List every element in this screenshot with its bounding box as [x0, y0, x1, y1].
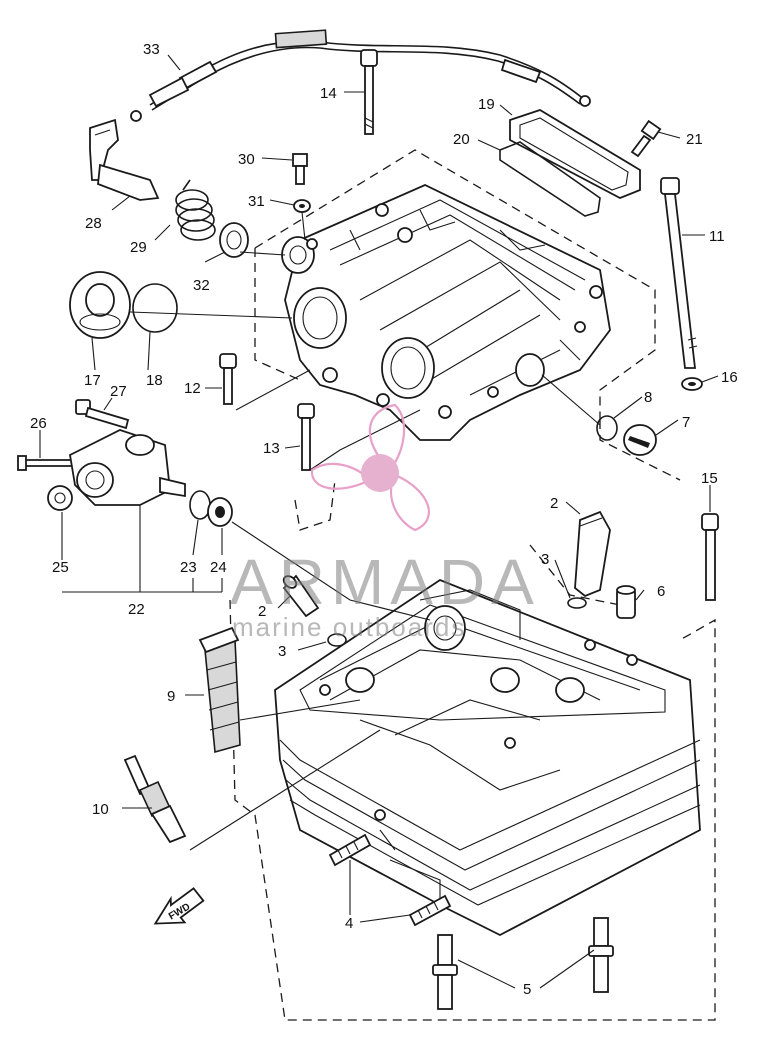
part-16-washer: [681, 377, 703, 391]
part-11-stud: [660, 177, 698, 369]
label-14: 14: [320, 85, 337, 102]
part-15-stud: [701, 513, 719, 601]
part-2-valve-guide-right: [574, 510, 611, 598]
label-4: 4: [345, 915, 353, 932]
part-27-bolt: [75, 399, 130, 430]
label-9: 9: [167, 688, 175, 705]
fwd-arrow: FWD: [153, 887, 205, 925]
label-25: 25: [52, 559, 69, 576]
part-29-spring: [175, 179, 216, 241]
part-32-oil-seal: [219, 222, 249, 258]
part-10-spark-plug: [123, 754, 187, 844]
label-33: 33: [143, 41, 160, 58]
label-11: 11: [709, 228, 725, 245]
part-31-washer: [293, 199, 311, 213]
label-22: 22: [128, 601, 145, 618]
label-15: 15: [701, 470, 718, 487]
part-20-gasket: [499, 141, 601, 217]
part-19-cover: [509, 109, 641, 199]
part-13-bolt: [297, 403, 315, 471]
part-14-bolt: [360, 49, 378, 135]
label-28: 28: [85, 215, 102, 232]
part-3-circlip-left: [327, 633, 347, 647]
watermark-brand: ARMADA: [230, 546, 540, 618]
part-7-plug: [623, 424, 657, 456]
label-17: 17: [84, 372, 101, 389]
cylinder-head-cover: [281, 184, 611, 441]
part-25-washer: [47, 485, 73, 511]
part-3-circlip-right: [567, 597, 587, 609]
label-13: 13: [263, 440, 280, 457]
label-30: 30: [238, 151, 255, 168]
part-8-o-ring: [596, 415, 618, 441]
part-28-decompression-lever: [89, 118, 160, 201]
label-24: 24: [210, 559, 227, 576]
label-23: 23: [180, 559, 197, 576]
label-3-left: 3: [278, 643, 286, 660]
leader-lines: [39, 54, 719, 989]
label-2-left: 2: [258, 603, 266, 620]
part-9-filter: [198, 626, 241, 754]
part-2-valve-guide-left: [282, 574, 320, 618]
part-5-stud-right: [588, 917, 614, 993]
armada-watermark: ARMADA marine outboards: [230, 403, 540, 642]
label-29: 29: [130, 239, 147, 256]
label-7: 7: [682, 414, 690, 431]
label-5: 5: [523, 981, 531, 998]
part-6-dowel: [616, 585, 636, 619]
cylinder-head: [274, 578, 701, 937]
part-30-bolt: [292, 153, 308, 185]
part-23-o-ring: [189, 490, 211, 520]
label-10: 10: [92, 801, 109, 818]
part-22-pump-assembly: [69, 429, 186, 506]
part-labels: 33 14 19 20 21 30 31 28 29 32 11 17 18 1…: [30, 41, 738, 998]
label-20: 20: [453, 131, 470, 148]
part-24-seal: [207, 497, 233, 527]
armada-propeller-logo: [310, 403, 430, 532]
part-4-stud-lower: [408, 894, 452, 927]
label-31: 31: [248, 193, 265, 210]
label-8: 8: [644, 389, 652, 406]
label-21: 21: [686, 131, 703, 148]
label-19: 19: [478, 96, 495, 113]
watermark-tagline: marine outboards: [232, 612, 466, 642]
part-26-screw: [17, 455, 73, 471]
label-12: 12: [184, 380, 201, 397]
part-17-cap: [69, 271, 131, 339]
part-33-decompression-cable: [130, 29, 591, 122]
part-5-stud-left: [432, 934, 458, 1010]
label-16: 16: [721, 369, 738, 386]
label-2-right: 2: [550, 495, 558, 512]
label-18: 18: [146, 372, 163, 389]
label-6: 6: [657, 583, 665, 600]
part-12-bolt: [219, 353, 237, 405]
part-4-stud-upper: [328, 833, 372, 867]
part-18-o-ring: [132, 283, 178, 333]
label-32: 32: [193, 277, 210, 294]
part-21-screw: [630, 119, 662, 158]
label-27: 27: [110, 383, 127, 400]
label-26: 26: [30, 415, 47, 432]
label-3-right: 3: [541, 551, 549, 568]
assembly-outlines: [229, 149, 716, 1021]
